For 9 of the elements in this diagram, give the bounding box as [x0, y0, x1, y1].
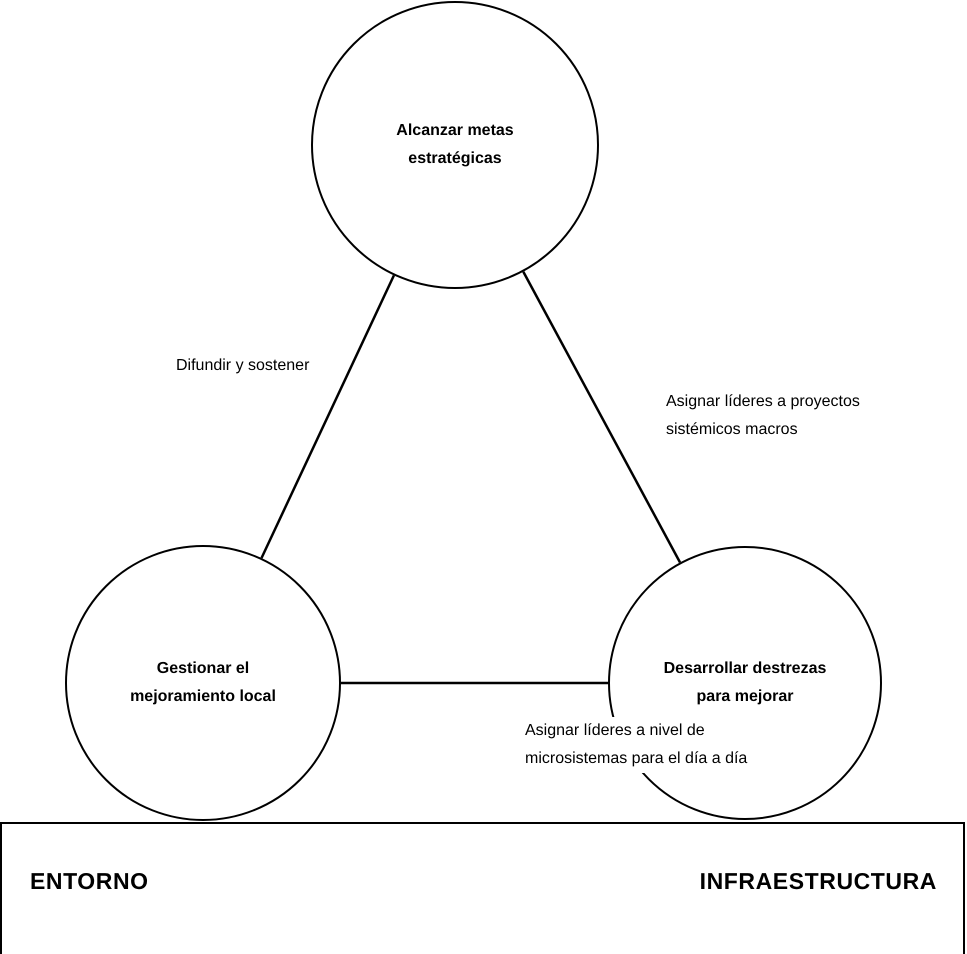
connector-line	[522, 271, 682, 563]
circle-label: Desarrollar destrezas para mejorar	[662, 659, 828, 707]
panel-heading: ENTORNO	[30, 867, 149, 896]
panel-heading: INFRAESTRUCTURA	[700, 867, 937, 896]
context-panel	[0, 822, 965, 954]
circle-label: Gestionar el mejoramiento local	[129, 659, 277, 707]
connector-line	[260, 274, 396, 559]
circle-label: Alcanzar metas estratégicas	[395, 121, 515, 169]
connector-line	[341, 682, 608, 684]
